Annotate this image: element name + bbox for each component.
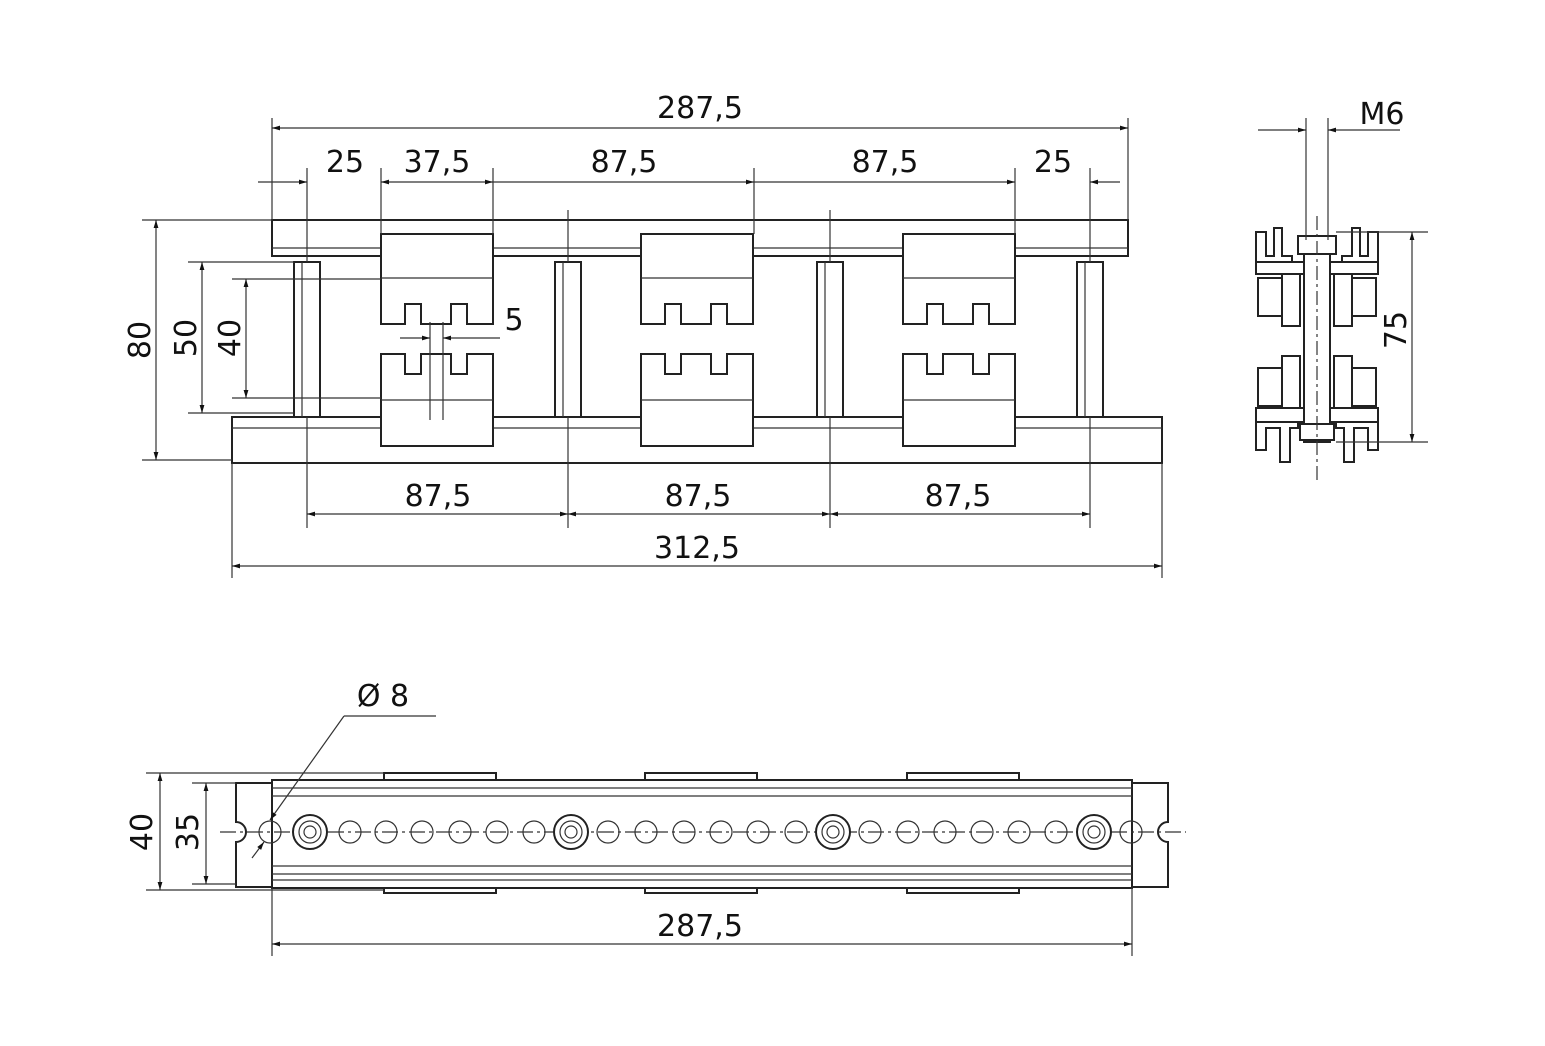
dim-end-right: 25: [1034, 145, 1072, 180]
dim-height-50: 50: [169, 319, 204, 357]
dim-gap-5: 5: [504, 303, 523, 338]
standoff-posts: [293, 261, 1104, 418]
dim-pitch-top-2: 87,5: [852, 145, 919, 180]
dim-height-35: 35: [171, 813, 206, 851]
dim-overall-bottom-view: 287,5: [657, 909, 743, 944]
dim-height-40-bottom: 40: [125, 813, 160, 851]
dim-pitch-bottom-3: 87,5: [925, 479, 992, 514]
hole-row: [258, 820, 1143, 844]
nuts: [292, 814, 1112, 850]
dim-pitch-top-1: 87,5: [591, 145, 658, 180]
dim-height-80: 80: [123, 321, 158, 359]
upper-clamp-blocks: [380, 233, 1016, 325]
front-view: 287,5 25 37,5 87,5 87,5 25 80 50 40 5: [123, 91, 1163, 578]
dim-hole-diameter: Ø 8: [357, 679, 409, 714]
dim-overall-bottom: 312,5: [654, 531, 740, 566]
dim-pitch-bottom-2: 87,5: [665, 479, 732, 514]
dim-thread-m6: M6: [1360, 97, 1405, 132]
dim-height-40: 40: [213, 319, 248, 357]
dim-height-75: 75: [1379, 311, 1414, 349]
dim-end-left: 25: [326, 145, 364, 180]
dim-overall-top: 287,5: [657, 91, 743, 126]
bottom-view: Ø 8 40 35 287,5: [125, 679, 1186, 956]
dim-block-width: 37,5: [404, 145, 471, 180]
side-view: M6 75: [1255, 97, 1428, 480]
lower-clamp-blocks: [380, 353, 1016, 447]
dim-pitch-bottom-1: 87,5: [405, 479, 472, 514]
